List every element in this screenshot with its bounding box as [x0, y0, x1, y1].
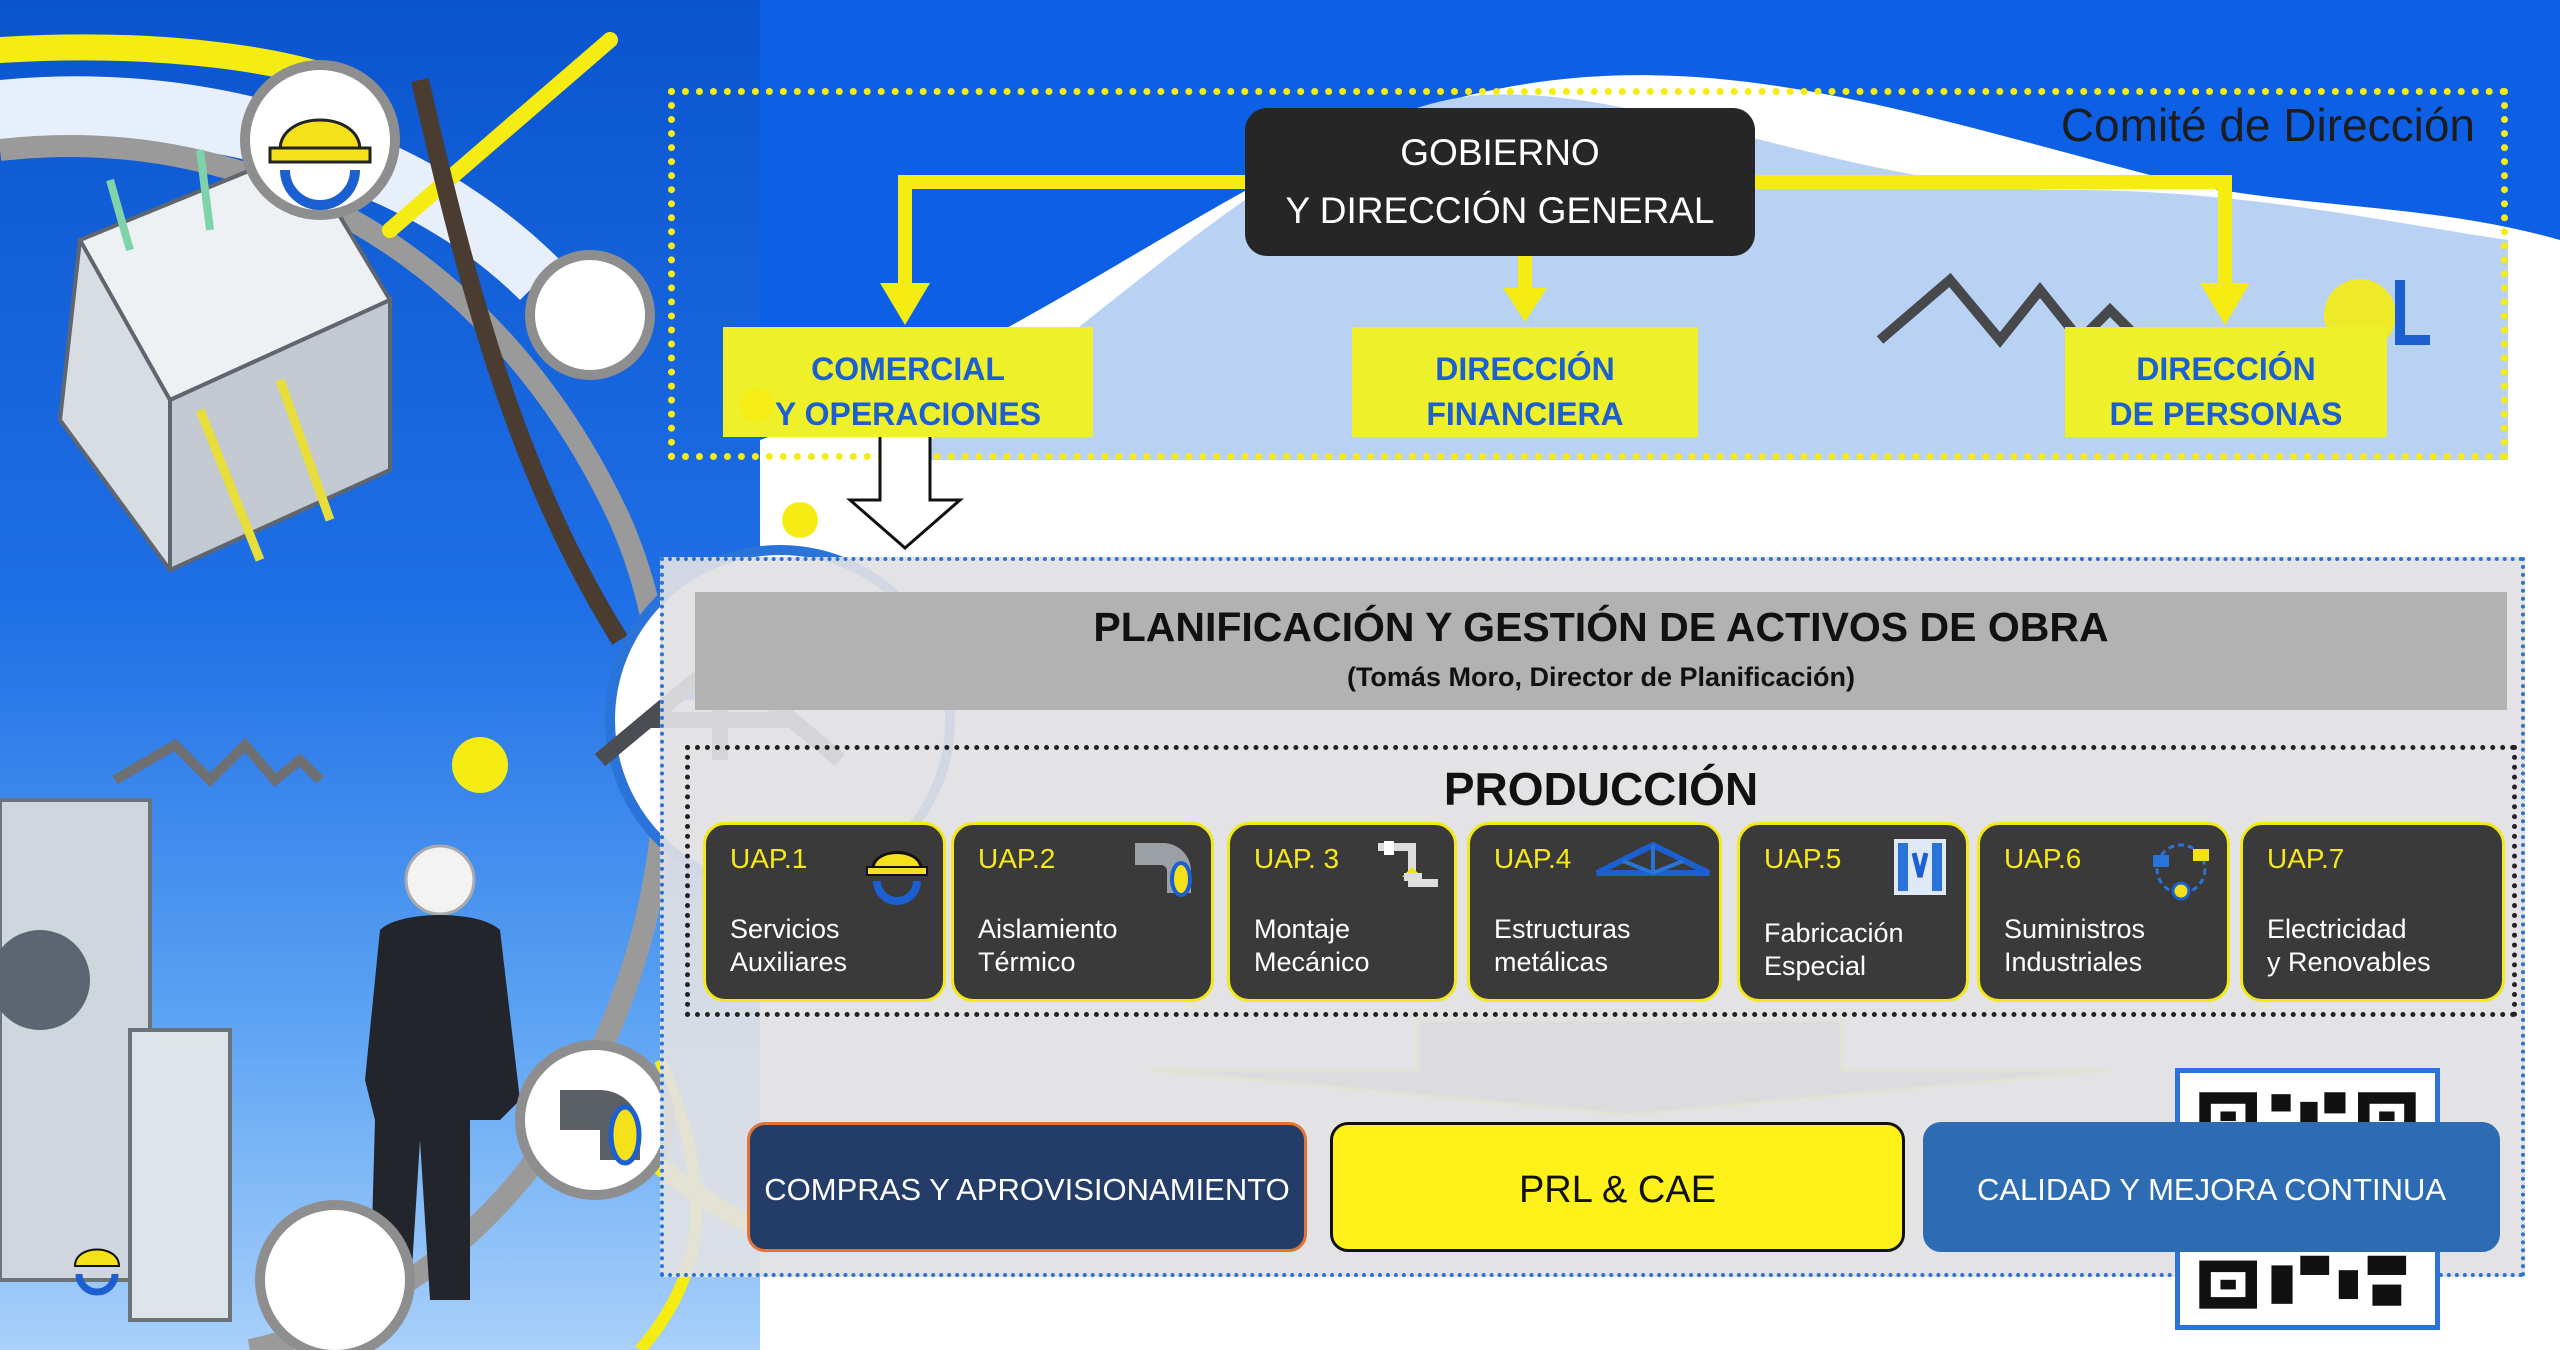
calidad-box: CALIDAD Y MEJORA CONTINUA [1923, 1122, 2500, 1252]
hardhat-gear-icon [73, 1248, 121, 1296]
supply-chain-icon [2153, 843, 2209, 901]
governance-box: GOBIERNO Y DIRECCIÓN GENERAL [1245, 108, 1755, 256]
directorate-line2: FINANCIERA [1426, 396, 1624, 432]
uap-code: UAP.5 [1764, 843, 1842, 874]
uap-code: UAP.2 [978, 843, 1056, 874]
uap-name-line2: Mecánico [1254, 947, 1370, 977]
committee-frame [668, 88, 2508, 460]
uap-name-line2: Especial [1764, 951, 1867, 981]
directorate-line2: Y OPERACIONES [774, 396, 1042, 432]
uap-code: UAP.4 [1494, 843, 1572, 874]
uap-name-line1: Servicios [730, 914, 840, 944]
planning-title: PLANIFICACIÓN Y GESTIÓN DE ACTIVOS DE OB… [1093, 604, 2109, 650]
uap-name-line1: Aislamiento [978, 914, 1118, 944]
planning-header [695, 592, 2507, 710]
directorate-line1: DIRECCIÓN [2136, 351, 2316, 387]
uap-card-1: UAP.1 Servicios Auxiliares [703, 822, 946, 1002]
governance-line2: Y DIRECCIÓN GENERAL [1285, 190, 1715, 231]
uap-code: UAP. 3 [1254, 843, 1340, 874]
uap-name-line2: Térmico [978, 947, 1076, 977]
pipe-valve-icon [1378, 841, 1438, 887]
production-frame [685, 745, 2517, 1017]
uap-card-5: UAP.5 Fabricación Especial [1737, 822, 1969, 1002]
fabrication-icon [1894, 839, 1946, 895]
uap-card-4: UAP.4 Estructuras metálicas [1467, 822, 1722, 1002]
uap-name-line2: metálicas [1494, 947, 1609, 977]
uap-name: Montaje Mecánico [1254, 913, 1370, 979]
uap-name-line2: Industriales [2004, 947, 2143, 977]
uap-name-line1: Electricidad [2267, 914, 2407, 944]
uap-code: UAP.1 [730, 843, 808, 874]
uap-name-line2: Auxiliares [730, 947, 848, 977]
uap-name-line1: Suministros [2004, 914, 2146, 944]
directorate-line1: DIRECCIÓN [1435, 351, 1615, 387]
prl-cae-box: PRL & CAE [1330, 1122, 1905, 1252]
uap-card-2: UAP.2 Aislamiento Térmico [951, 822, 1214, 1002]
uap-code: UAP.7 [2267, 843, 2345, 874]
uap-code: UAP.6 [2004, 843, 2082, 874]
directorate-personas: DIRECCIÓN DE PERSONAS [2065, 327, 2387, 437]
governance-line1: GOBIERNO [1400, 132, 1600, 173]
directorate-financiera: DIRECCIÓN FINANCIERA [1352, 327, 1698, 437]
uap-name: Aislamiento Térmico [978, 913, 1118, 979]
yellow-dot-icon [740, 388, 774, 422]
planning-subtitle: (Tomás Moro, Director de Planificación) [1346, 662, 1856, 692]
production-title: PRODUCCIÓN [1443, 763, 1759, 815]
uap-name: Suministros Industriales [2004, 913, 2145, 979]
uap-name-line2: y Renovables [2267, 947, 2431, 977]
truss-icon [1595, 841, 1711, 876]
uap-name-line1: Fabricación [1764, 918, 1904, 948]
uap-name: Electricidad y Renovables [2267, 913, 2431, 979]
uap-card-3: UAP. 3 Montaje Mecánico [1227, 822, 1457, 1002]
directorate-comercial: COMERCIAL Y OPERACIONES [723, 327, 1093, 437]
uap-name: Fabricación Especial [1764, 917, 1904, 983]
uap-name: Servicios Auxiliares [730, 913, 847, 979]
directorate-line2: DE PERSONAS [2109, 396, 2343, 432]
uap-card-7: UAP.7 Electricidad y Renovables [2240, 822, 2505, 1002]
hardhat-gear-icon [866, 851, 928, 905]
uap-name: Estructuras metálicas [1494, 913, 1631, 979]
uap-name-line1: Estructuras [1494, 914, 1631, 944]
committee-title: Comité de Dirección [2060, 99, 2475, 151]
directorate-line1: COMERCIAL [811, 351, 1005, 387]
insulated-pipe-icon [1135, 843, 1192, 897]
compras-box: COMPRAS Y APROVISIONAMIENTO [747, 1122, 1307, 1252]
uap-card-6: UAP.6 Suministros Industriales [1977, 822, 2230, 1002]
uap-name-line1: Montaje [1254, 914, 1351, 944]
